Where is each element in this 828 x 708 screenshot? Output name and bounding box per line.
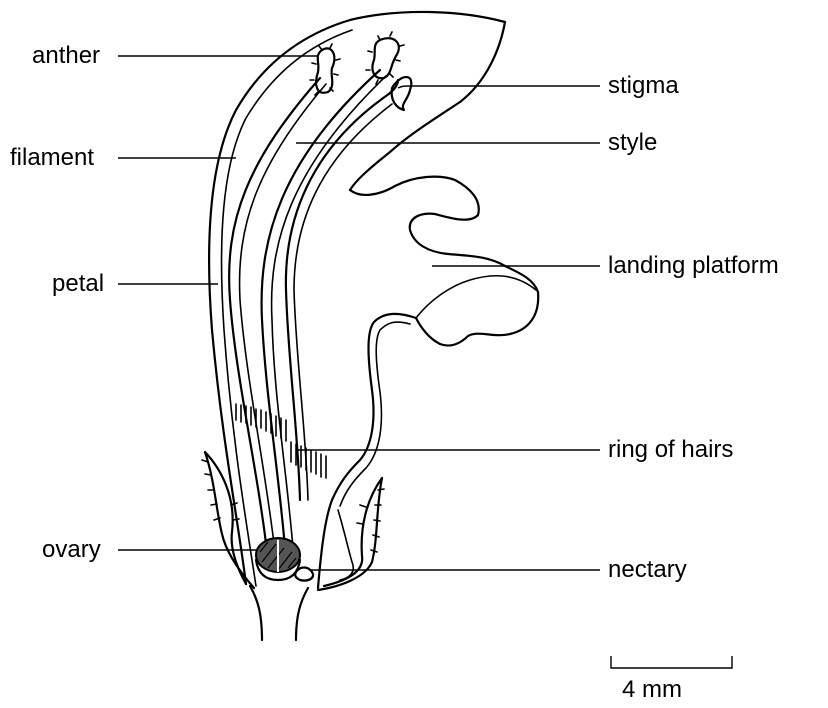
lower-lip-upper [350, 177, 538, 292]
label-filament: filament [10, 146, 94, 170]
lower-lip-edge [416, 276, 536, 318]
filament-1-inner [240, 84, 326, 560]
right-sepal [318, 478, 382, 590]
anther-1-hairs [310, 44, 340, 95]
filament-2-inner [272, 76, 386, 560]
stigma-shape [392, 77, 412, 110]
label-ring-of-hairs: ring of hairs [608, 438, 733, 462]
stalk [250, 586, 308, 640]
scale-bar-label: 4 mm [622, 678, 682, 702]
scale-bar [611, 656, 732, 668]
label-stigma: stigma [608, 74, 679, 98]
petal-outline-left [209, 12, 505, 584]
label-petal: petal [52, 272, 104, 296]
label-anther: anther [32, 44, 100, 68]
label-ovary: ovary [42, 538, 101, 562]
filament-1 [229, 78, 320, 560]
label-style: style [608, 131, 657, 155]
left-sepal-bristles [202, 460, 239, 520]
label-landing-platform: landing platform [608, 254, 779, 278]
tube-front-inner [340, 322, 410, 506]
leader-stigma [398, 86, 600, 88]
tube-front [318, 314, 416, 588]
label-nectary: nectary [608, 558, 687, 582]
anther-1 [316, 48, 334, 92]
